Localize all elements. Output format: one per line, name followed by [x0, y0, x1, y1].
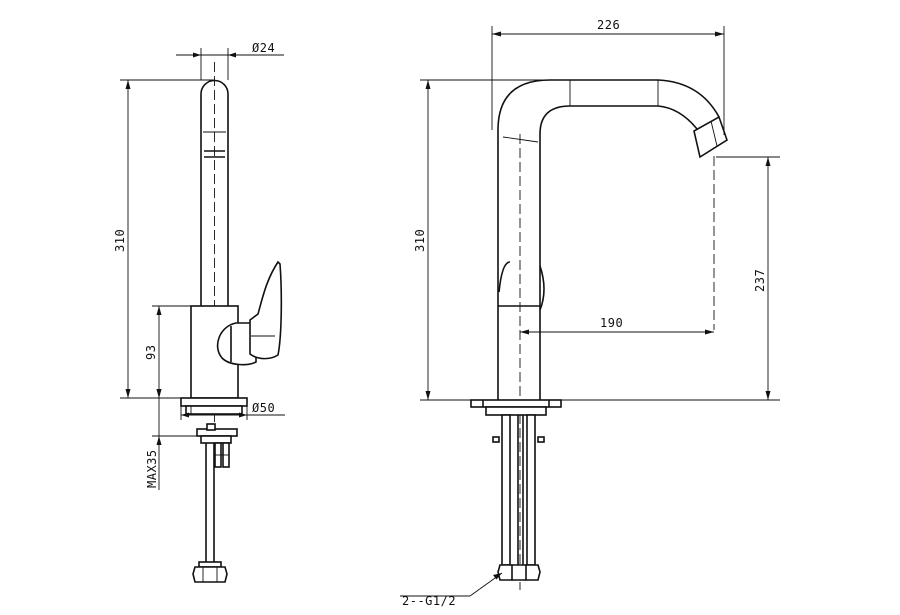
dim-310-side-arrow-top [125, 80, 131, 89]
dim-max35-label: MAX35 [145, 449, 159, 488]
front-spout-joint-3 [502, 136, 539, 143]
front-view: 226 310 237 190 2--G1/2 [400, 18, 780, 608]
dim-310-front-label: 310 [413, 229, 427, 252]
dim-310-front-arrow-top [425, 80, 431, 89]
front-stud-left [492, 436, 500, 443]
side-hose [205, 443, 215, 562]
dim-310-side-arrow-bottom [125, 389, 131, 398]
dim-310-side-label: 310 [113, 229, 127, 252]
side-base-plate [180, 397, 248, 407]
dim-226-arrow-right [715, 31, 724, 37]
side-fix-stud [206, 423, 216, 431]
front-base-ring [485, 406, 547, 416]
dim-max35-arrow-top [156, 389, 162, 398]
dim-226-arrow-left [492, 31, 501, 37]
dim-93-label: 93 [144, 345, 158, 360]
side-hose-nut [192, 566, 228, 583]
dim-d50-arrow-left [181, 412, 189, 418]
side-fix-nut [200, 435, 232, 444]
front-handle [498, 261, 545, 311]
dim-93-arrow-top [156, 306, 162, 315]
side-fix-washer [196, 428, 238, 437]
dim-d24-arrow-right [228, 52, 236, 58]
front-spout-outer [497, 79, 720, 400]
front-hose-left [501, 414, 511, 566]
side-lever [249, 260, 283, 360]
conn-label: 2--G1/2 [402, 594, 456, 608]
dim-237-arrow-top [765, 157, 771, 166]
dim-d24-arrow-left [193, 52, 201, 58]
front-stud-right [537, 436, 545, 443]
front-hose-right [526, 414, 536, 566]
front-spout-inner [539, 105, 698, 400]
dim-d50-arrow-right [239, 412, 247, 418]
dim-190-arrow-left [520, 329, 529, 335]
dim-226-label: 226 [597, 18, 620, 32]
dim-237-label: 237 [753, 269, 767, 292]
side-base-ring [185, 405, 243, 415]
dim-190-arrow-right [705, 329, 714, 335]
side-view: Ø24 310 93 MAX35 Ø50 [113, 41, 285, 583]
front-fitting-right [525, 564, 541, 581]
front-aerator [693, 115, 728, 159]
dim-d50-label: Ø50 [252, 401, 275, 415]
dim-190-label: 190 [600, 316, 623, 330]
conn-leader-arrow [493, 573, 502, 580]
dim-d24-label: Ø24 [252, 41, 275, 55]
dim-237-arrow-bottom [765, 391, 771, 400]
dim-max35-arrow-bottom [156, 436, 162, 445]
front-aerator-line [710, 120, 718, 147]
dim-310-front-arrow-bottom [425, 391, 431, 400]
front-base-plate [470, 399, 562, 408]
side-handle-hub [216, 322, 257, 366]
